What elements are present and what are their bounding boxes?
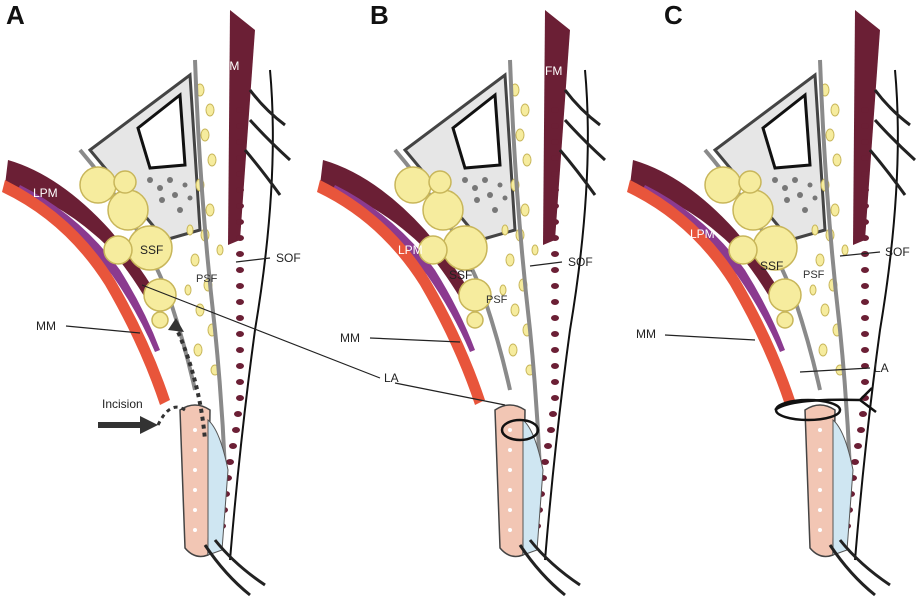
label-mm-b: MM: [340, 331, 360, 345]
label-fm-b: FM: [545, 64, 562, 78]
label-fm-a: FM: [222, 59, 239, 73]
panel-a: [0, 8, 381, 597]
panel-b: [315, 8, 607, 597]
label-ssf-b: SSF: [449, 268, 472, 282]
label-psf-b: PSF: [486, 294, 508, 306]
label-mm-a: MM: [36, 319, 56, 333]
panel-letter-c: C: [664, 0, 683, 30]
label-incision: Incision: [102, 397, 143, 411]
label-lpm-b: LPM: [398, 243, 423, 257]
label-ssf-a: SSF: [140, 243, 163, 257]
suture-loop: [500, 418, 540, 442]
label-ssf-c: SSF: [760, 259, 783, 273]
label-sof-c: SOF: [885, 245, 910, 259]
panel-letter-a: A: [6, 0, 25, 30]
label-sof-a: SOF: [276, 251, 301, 265]
label-la-c: LA: [874, 361, 889, 375]
label-mm-c: MM: [636, 327, 656, 341]
panel-c: [625, 8, 917, 597]
label-fm-c: FM: [834, 49, 851, 63]
label-sof-b: SOF: [568, 255, 593, 269]
label-psf-c: PSF: [803, 269, 825, 281]
label-lpm-c: LPM: [690, 227, 715, 241]
panel-letter-b: B: [370, 0, 389, 30]
label-la-a: LA: [384, 371, 399, 385]
label-psf-a: PSF: [196, 273, 218, 285]
label-lpm-a: LPM: [33, 186, 58, 200]
